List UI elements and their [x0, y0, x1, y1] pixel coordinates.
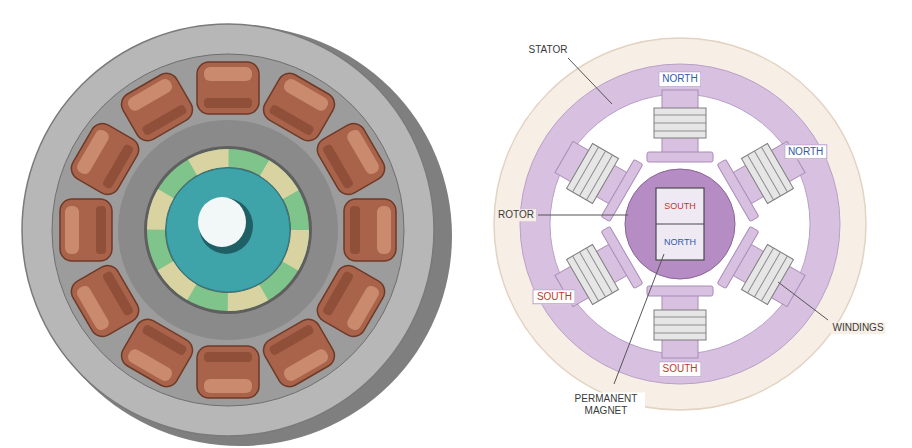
housing-face — [22, 24, 434, 436]
stator-core — [52, 54, 404, 406]
leader-lines — [538, 58, 828, 384]
part-label: WINDINGS — [830, 322, 885, 334]
pole-label: NORTH — [658, 71, 701, 87]
leader-line — [538, 215, 628, 216]
pole-label: NORTH — [784, 144, 827, 160]
air-gap — [144, 146, 312, 314]
stator-teeth — [118, 120, 338, 340]
leader-line — [614, 254, 664, 384]
rotor-magnets-alt — [156, 158, 300, 302]
shaft-hole-depth — [199, 198, 253, 254]
motor-render — [22, 24, 452, 446]
stator-coils — [60, 62, 396, 398]
shaft-hole — [198, 197, 246, 247]
pole-label: SOUTH — [533, 289, 576, 305]
magnet-divider — [656, 224, 704, 225]
magnet-pole-label: NORTH — [664, 237, 696, 247]
stator-poles — [547, 90, 812, 358]
motor-schematic — [494, 38, 866, 410]
part-label: STATOR — [527, 44, 570, 56]
stator — [520, 64, 840, 384]
rotor-hub — [166, 168, 290, 292]
rotor — [625, 169, 735, 279]
magnet-pole-label: SOUTH — [664, 201, 696, 211]
outer-casing — [494, 38, 866, 410]
leader-line — [778, 282, 828, 320]
rotor-magnets — [156, 158, 300, 302]
part-label: PERMANENT MAGNET — [567, 393, 645, 416]
leader-line — [568, 58, 612, 104]
part-label: ROTOR — [496, 209, 536, 221]
pole-label: SOUTH — [659, 361, 702, 377]
permanent-magnet — [656, 188, 704, 260]
